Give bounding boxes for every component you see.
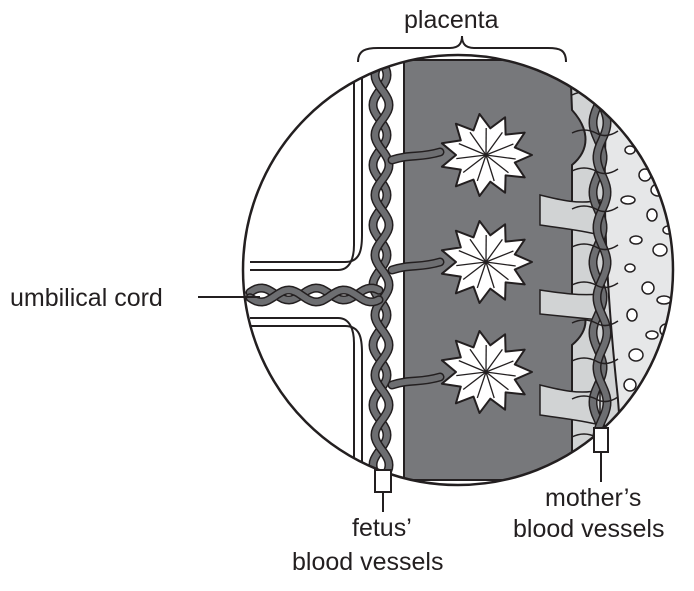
chorionic-villi	[442, 114, 532, 413]
maternal-vessel-tube	[594, 428, 608, 452]
umbilical-cord-label: umbilical cord	[10, 286, 163, 311]
placenta-label: placenta	[404, 8, 499, 33]
magnified-view	[240, 50, 680, 490]
fetus-vessels-label-line2: blood vessels	[292, 550, 443, 575]
fetus-vessels-label-line1: fetus’	[352, 516, 412, 541]
mother-vessels-label-line2: blood vessels	[513, 517, 664, 542]
fetal-vessel-tube	[375, 470, 391, 492]
uterine-wall	[605, 50, 680, 490]
mother-vessels-label-line1: mother’s	[545, 486, 641, 511]
